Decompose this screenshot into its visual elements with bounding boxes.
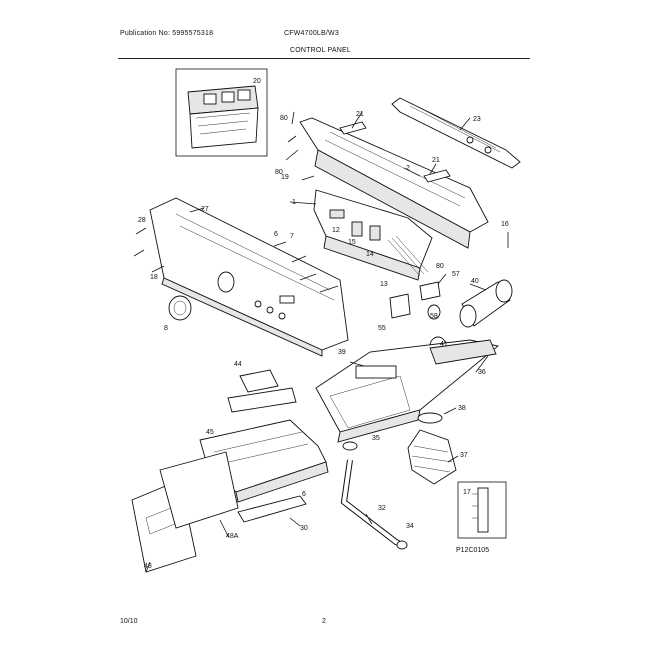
callout-80b: 80 xyxy=(275,169,283,176)
callout-28: 28 xyxy=(138,217,146,224)
callout-27: 27 xyxy=(201,206,209,213)
part-30 xyxy=(237,495,307,523)
callout-48: 48 xyxy=(144,563,152,570)
fasteners xyxy=(133,111,509,293)
callout-45: 45 xyxy=(206,429,214,436)
callout-39: 39 xyxy=(338,349,346,356)
callout-18: 18 xyxy=(150,274,158,281)
callout-1: 1 xyxy=(292,199,296,206)
page-title: CONTROL PANEL xyxy=(290,47,351,54)
callout-57: 57 xyxy=(452,271,460,278)
diagram-code: P12C0105 xyxy=(456,547,489,554)
callout-80c: 80 xyxy=(436,263,444,270)
callout-8: 8 xyxy=(164,325,168,332)
callout-labels: 20 21 23 80 80 2 21 19 1 16 27 28 18 6 7… xyxy=(138,78,509,570)
callout-12: 12 xyxy=(332,227,340,234)
model-number: CFW4700LB/W3 xyxy=(284,30,339,37)
callout-7: 7 xyxy=(290,233,294,240)
callout-44: 44 xyxy=(234,361,242,368)
callout-6a: 6 xyxy=(274,231,278,238)
button-parts xyxy=(389,281,441,320)
inset-box-20 xyxy=(175,68,268,157)
bellows-hose-37 xyxy=(407,429,457,485)
control-board-1 xyxy=(313,189,433,281)
knob-8 xyxy=(168,295,192,321)
top-bracket-assembly xyxy=(299,117,489,249)
clamp-34 xyxy=(396,540,408,550)
callout-15: 15 xyxy=(348,239,356,246)
seal-38 xyxy=(417,412,443,424)
callout-37: 37 xyxy=(460,452,468,459)
clamp-35 xyxy=(342,441,358,451)
callout-13: 13 xyxy=(380,281,388,288)
drawer-45 xyxy=(199,419,329,503)
cylinder-40 xyxy=(459,279,513,328)
leader-lines xyxy=(145,111,489,573)
callout-80a: 80 xyxy=(280,115,288,122)
drawer-front-48 xyxy=(131,451,239,573)
callout-36: 36 xyxy=(478,369,486,376)
callout-30: 30 xyxy=(300,525,308,532)
callout-41: 41 xyxy=(440,341,448,348)
callout-21b: 21 xyxy=(432,157,440,164)
callout-38: 38 xyxy=(458,405,466,412)
inset-box-17 xyxy=(457,481,507,539)
page-number: 2 xyxy=(322,618,326,625)
callout-55: 55 xyxy=(378,325,386,332)
callout-58: 58 xyxy=(430,313,438,320)
control-panel-27 xyxy=(149,197,349,357)
callout-34: 34 xyxy=(406,523,414,530)
callout-19: 19 xyxy=(281,174,289,181)
callout-14: 14 xyxy=(366,251,374,258)
cap-44 xyxy=(227,369,297,413)
callout-35: 35 xyxy=(372,435,380,442)
callout-16: 16 xyxy=(501,221,509,228)
hose-32-outline xyxy=(340,459,406,549)
callout-17: 17 xyxy=(463,489,471,496)
callout-6b: 6 xyxy=(302,491,306,498)
wire-harness-23 xyxy=(391,97,521,169)
callout-21a: 21 xyxy=(356,111,364,118)
callout-40: 40 xyxy=(471,278,479,285)
header-rule xyxy=(118,58,530,59)
callout-2: 2 xyxy=(406,165,410,172)
callout-20: 20 xyxy=(253,78,261,85)
footer-date: 10/10 xyxy=(120,618,138,625)
callout-23: 23 xyxy=(473,116,481,123)
callout-32: 32 xyxy=(378,505,386,512)
publication-number: Publication No: 5995575318 xyxy=(120,30,214,37)
callout-48A: 48A xyxy=(226,533,239,540)
dispenser-housing-39 xyxy=(315,339,500,443)
